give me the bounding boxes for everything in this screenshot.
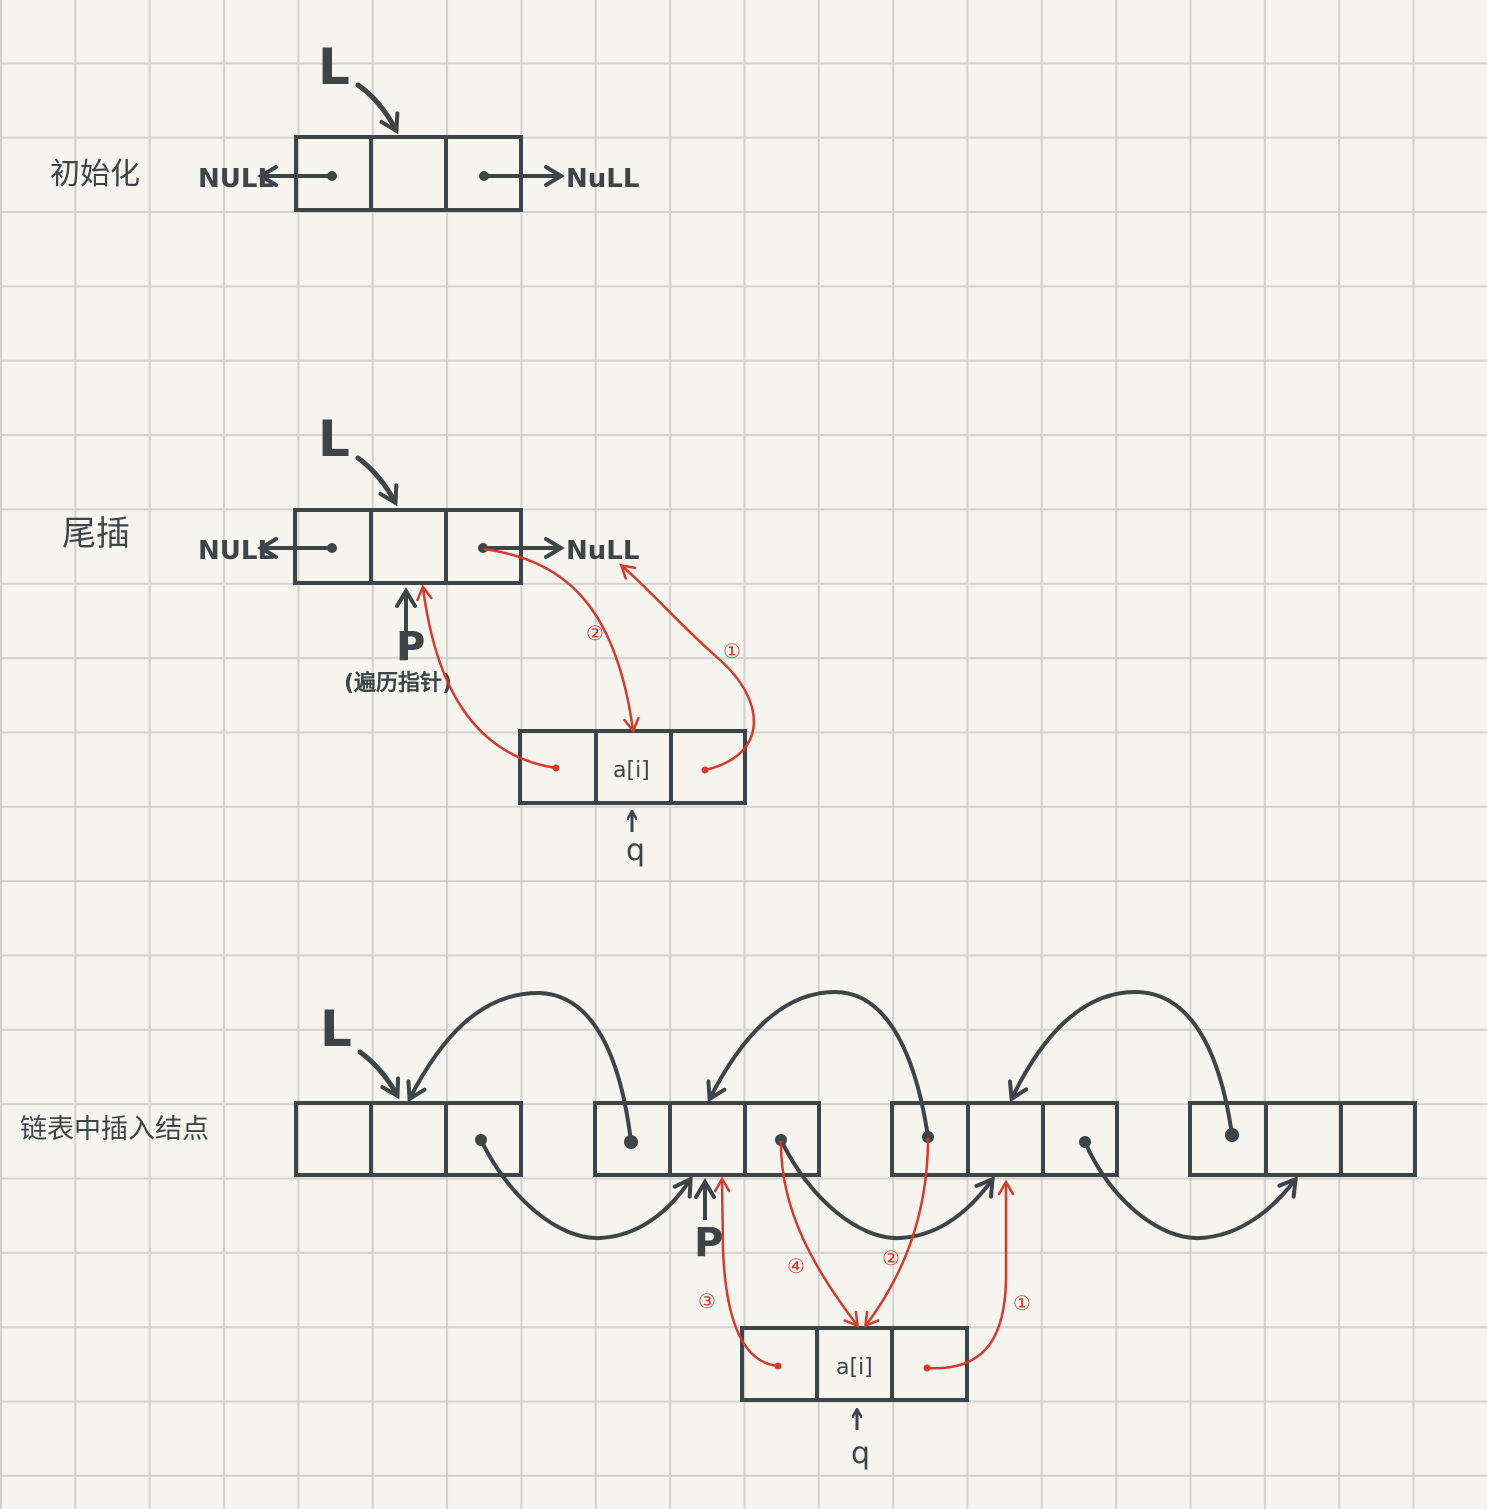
next-link-arrow — [779, 1139, 995, 1241]
p-label: P — [694, 1220, 723, 1266]
q-label: q — [626, 833, 645, 868]
list-node-3 — [890, 1101, 1119, 1177]
section-label-init: 初始化 — [50, 157, 140, 192]
new-node-value: a[i] — [836, 1355, 873, 1380]
left-null-label: NULL — [198, 164, 274, 194]
next-link-arrow — [479, 1139, 693, 1241]
step-2-label: ② — [586, 621, 604, 645]
step-1-label: ① — [723, 639, 741, 663]
step-4-label: ④ — [787, 1254, 805, 1278]
section-init: 初始化 L NULL NuLL — [50, 38, 639, 212]
right-null-label: NuLL — [566, 536, 639, 566]
head-pointer-label: L — [320, 1000, 352, 1058]
step-3-arrow — [713, 1176, 779, 1368]
section-middle-insert: 链表中插入结点 L — [20, 764, 1417, 1471]
q-label: q — [851, 1436, 870, 1471]
head-pointer-label: L — [318, 410, 350, 468]
step-4-arrow — [779, 1140, 860, 1328]
p-label: P — [396, 624, 425, 670]
next-link-arrow — [1083, 1141, 1298, 1241]
section-tail-insert: 尾插 L NULL NuLL P (遍历指针) a[i] q ② — [62, 410, 755, 868]
head-pointer-arrow — [355, 455, 399, 507]
step-1-arrow — [926, 1179, 1015, 1370]
list-node-1 — [294, 1101, 523, 1177]
head-pointer-arrow — [355, 82, 400, 135]
right-null-label: NuLL — [566, 164, 639, 194]
step-2-arrow — [863, 1137, 930, 1328]
prior-link-arrow — [1007, 989, 1234, 1136]
red-pointer-dot — [923, 1364, 931, 1372]
p-note: (遍历指针) — [344, 670, 452, 696]
left-null-label: NULL — [198, 536, 274, 566]
head-node — [294, 135, 523, 212]
prior-link-arrow — [406, 990, 633, 1143]
list-node-2 — [593, 1101, 821, 1177]
red-pointer-dot — [552, 764, 560, 772]
step-1-arrow — [619, 563, 755, 772]
red-pointer-dot — [701, 766, 709, 774]
section-label-tail: 尾插 — [62, 514, 130, 554]
head-pointer-label: L — [318, 38, 350, 96]
step-prior-arrow — [416, 584, 557, 770]
step-2-arrow — [483, 547, 640, 734]
new-node — [740, 1326, 969, 1402]
red-pointer-dot — [774, 1362, 782, 1370]
new-node-value: a[i] — [613, 758, 650, 783]
step-1-label: ① — [1013, 1291, 1031, 1315]
prior-link-arrow — [706, 989, 930, 1138]
step-2-label: ② — [882, 1246, 900, 1270]
head-pointer-arrow — [357, 1049, 401, 1100]
section-label-middle: 链表中插入结点 — [20, 1114, 209, 1145]
list-node-4 — [1188, 1101, 1417, 1177]
step-3-label: ③ — [698, 1289, 716, 1313]
